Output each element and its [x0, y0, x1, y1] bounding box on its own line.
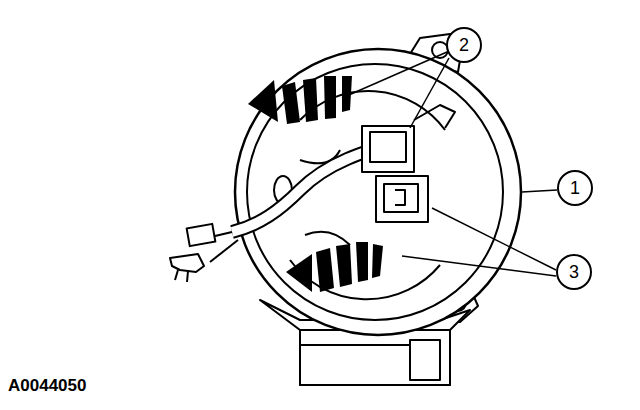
figure-id: A0044050: [8, 376, 86, 396]
callout-number: 1: [570, 179, 580, 197]
callout-number: 3: [569, 263, 579, 281]
callout-circle: 3: [556, 254, 592, 290]
callout-circle: 2: [446, 27, 482, 63]
callout-circle: 1: [557, 170, 593, 206]
callout-number: 2: [459, 36, 469, 54]
